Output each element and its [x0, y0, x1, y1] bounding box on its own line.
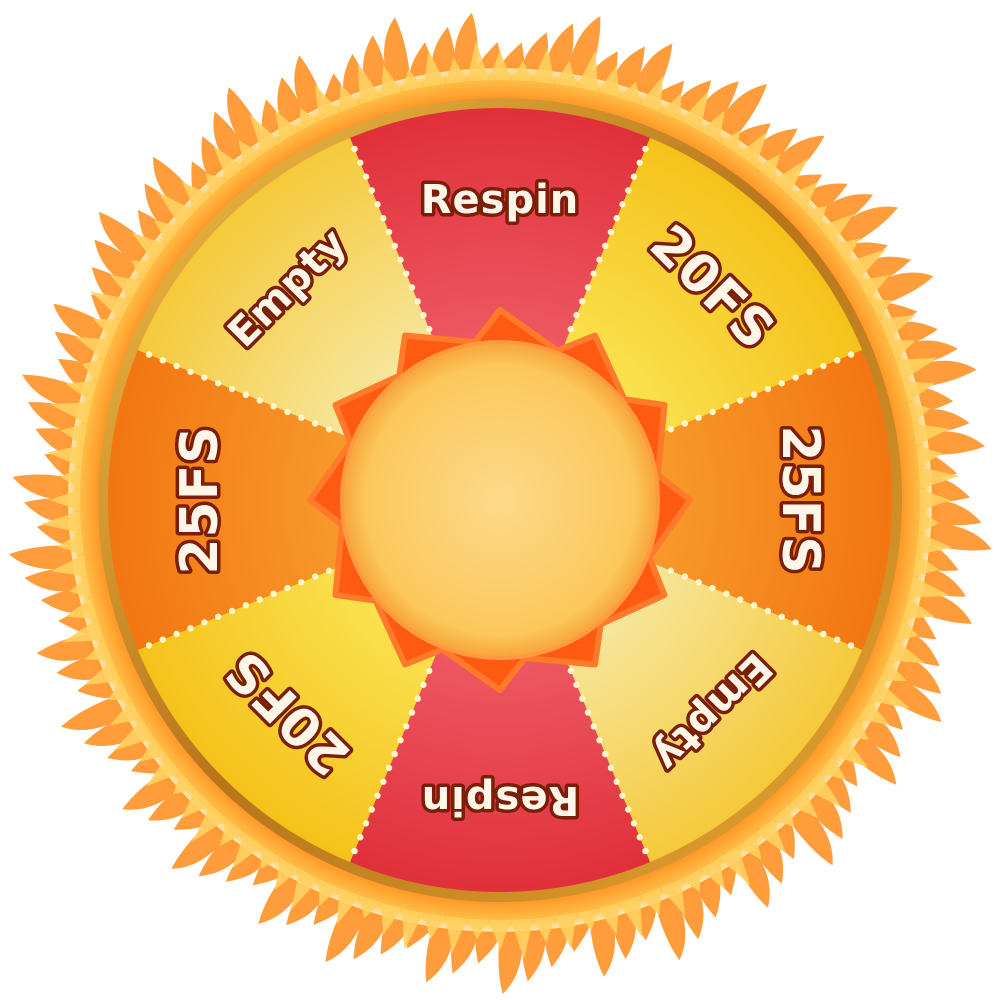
segment-label: Respin	[421, 777, 580, 823]
segment-divider	[567, 667, 649, 855]
wheel-hub[interactable]	[307, 307, 693, 693]
segment-label: 25FS	[170, 425, 230, 574]
segment-divider	[351, 667, 433, 855]
segment-divider	[145, 567, 333, 649]
segment-divider	[567, 145, 649, 333]
segment-label: Respin	[421, 177, 580, 223]
segment-dividers	[145, 145, 855, 855]
segment-divider	[667, 567, 855, 649]
wheel-segment	[500, 349, 892, 651]
hub-center[interactable]	[340, 340, 660, 660]
segment-label: 25FS	[770, 425, 830, 574]
segment-divider	[351, 145, 433, 333]
segment-divider	[145, 351, 333, 433]
wheel-segment	[108, 349, 500, 651]
wheel-segment	[349, 108, 651, 500]
segment-divider	[667, 351, 855, 433]
wheel-segment	[349, 500, 651, 892]
